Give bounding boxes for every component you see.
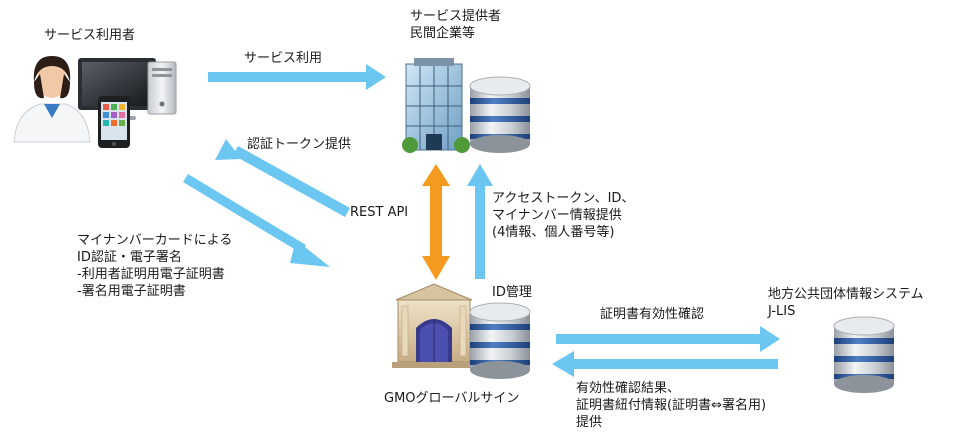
auth-token-label: 認証トークン提供 bbox=[247, 137, 352, 152]
mynumber-auth-label: マイナンバーカードによる ID認証・電子署名 -利用者証明用電子証明書 -署名用… bbox=[77, 233, 233, 299]
user-label: サービス利用者 bbox=[44, 28, 136, 43]
database-icon bbox=[469, 76, 531, 154]
arrow-service-use bbox=[208, 64, 386, 90]
bank-building-icon bbox=[392, 283, 476, 368]
arrow-rest-api bbox=[422, 164, 450, 280]
arrow-cert-validity bbox=[556, 326, 780, 352]
database-icon bbox=[833, 316, 895, 394]
provider-label: サービス提供者 民間企業等 bbox=[410, 9, 502, 41]
cert-validity-label: 証明書有効性確認 bbox=[600, 307, 705, 322]
arrow-mynumber-auth bbox=[183, 174, 330, 267]
arrow-validity-result bbox=[552, 351, 778, 377]
person-icon bbox=[13, 56, 91, 143]
arrow-access-token bbox=[467, 164, 493, 279]
monitor-icon bbox=[78, 58, 156, 120]
pc-tower-icon bbox=[147, 61, 177, 115]
access-token-label: アクセストークン、ID、 マイナンバー情報提供 (4情報、個人番号等) bbox=[492, 191, 635, 240]
database-icon bbox=[469, 302, 531, 380]
building-icon bbox=[402, 58, 470, 153]
id-management-label: ID管理 bbox=[492, 285, 532, 300]
service-use-label: サービス利用 bbox=[244, 51, 323, 66]
arrow-auth-token bbox=[215, 139, 350, 217]
gmo-label: GMOグローバルサイン bbox=[384, 391, 520, 406]
smartphone-icon bbox=[98, 96, 130, 148]
validity-result-label: 有効性確認結果、 証明書紐付情報(証明書⇔署名用) 提供 bbox=[576, 381, 767, 430]
rest-api-label: REST API bbox=[350, 205, 409, 220]
jlis-label: 地方公共団体情報システム J-LIS bbox=[768, 287, 924, 319]
